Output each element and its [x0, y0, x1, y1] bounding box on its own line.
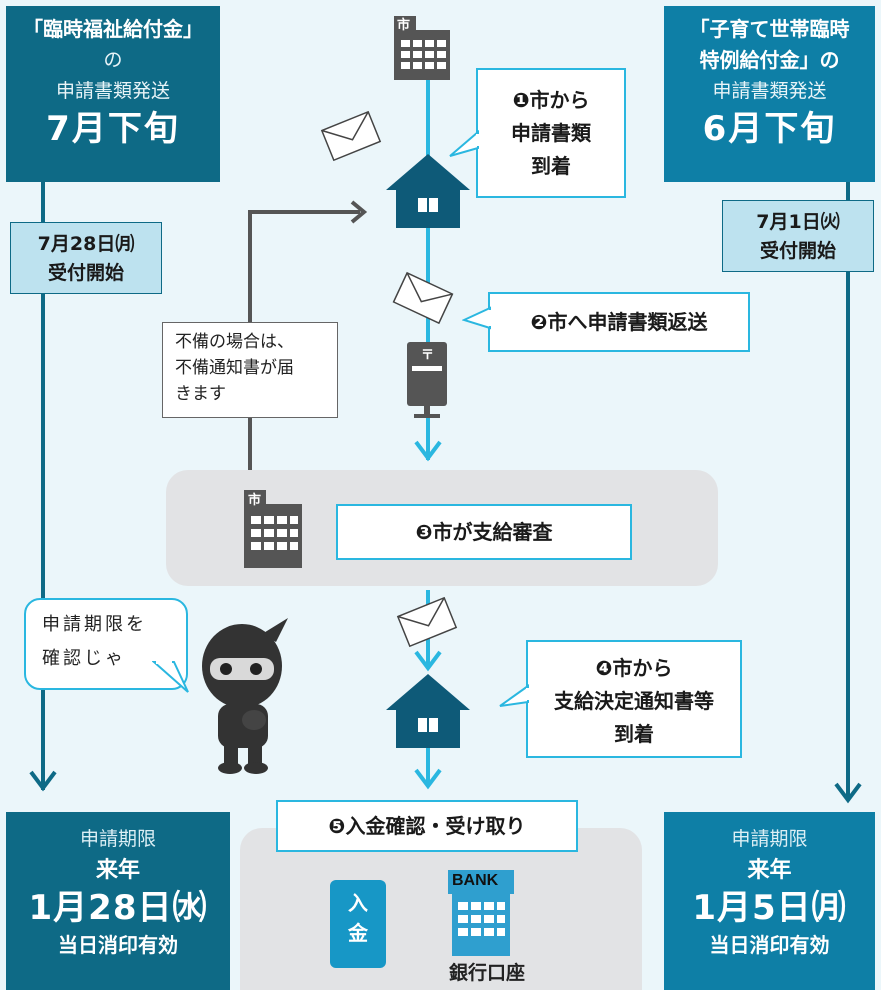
deposit-line1: 入 [348, 891, 368, 915]
step4-line2: 支給決定通知書等 [554, 689, 714, 713]
right-header-date: 6月下旬 [702, 109, 837, 149]
step5-text: ❺入金確認・受け取り [328, 814, 526, 838]
step1-callout-tail [449, 130, 480, 157]
ninja-mascot-icon [196, 608, 296, 778]
right-header-title-2: 特例給付金」の [699, 48, 840, 72]
left-reception-date: 7月28日㈪ [37, 233, 135, 255]
right-header-title-1: 「子育て世帯臨時 [689, 17, 850, 41]
left-deadline-label: 申請期限 [79, 828, 156, 850]
deposit-line2: 金 [348, 921, 368, 945]
step2-callout: ❷市へ申請書類返送 [488, 292, 750, 352]
step1-line2: 申請書類 [511, 121, 591, 145]
left-header-subtitle: 申請書類発送 [55, 80, 170, 102]
right-reception-label: 受付開始 [759, 240, 836, 262]
house-icon [384, 152, 472, 230]
postbox-label: 〒 [421, 348, 435, 363]
postbox-icon: 〒 [402, 340, 452, 420]
left-deadline-year: 来年 [95, 858, 140, 883]
step4-callout-tail [499, 684, 530, 707]
left-reception-box: 7月28日㈪ 受付開始 [10, 222, 162, 294]
left-header-particle: の [103, 49, 123, 71]
step4-line1: ❹市から [595, 656, 673, 680]
right-deadline-box: 申請期限 来年 1月5日㈪ 当日消印有効 [664, 812, 875, 990]
notice-line3: きます [175, 384, 226, 404]
notice-box: 不備の場合は、 不備通知書が届 きます [162, 322, 338, 418]
right-header-box: 「子育て世帯臨時 特例給付金」の 申請書類発送 6月下旬 [664, 6, 875, 182]
left-header-box: 「臨時福祉給付金」 の 申請書類発送 7月下旬 [6, 6, 220, 182]
house-icon [384, 672, 472, 750]
notice-line1: 不備の場合は、 [175, 332, 294, 352]
right-deadline-year: 来年 [747, 858, 792, 883]
notice-line2: 不備通知書が届 [175, 358, 294, 378]
step1-line1: ❶市から [512, 88, 590, 112]
step4-callout: ❹市から 支給決定通知書等 到着 [526, 640, 742, 758]
right-deadline-label: 申請期限 [731, 828, 808, 850]
step2-callout-tail [462, 306, 492, 330]
step3-box: ❸市が支給審査 [336, 504, 632, 560]
bubble-line1: 申請期限を [42, 614, 147, 635]
ninja-speech-bubble: 申請期限を 確認じゃ [24, 598, 188, 690]
left-deadline-note: 当日消印有効 [58, 933, 178, 957]
step1-line3: 到着 [531, 154, 571, 178]
bank-sign: BANK [452, 872, 499, 889]
left-header-title: 「臨時福祉給付金」 [23, 17, 203, 41]
envelope-icon [392, 594, 462, 650]
payment-panel [240, 828, 642, 990]
bank-account-label: 銀行口座 [448, 962, 525, 984]
step4-line3: 到着 [614, 722, 654, 746]
bubble-tail [152, 660, 189, 693]
left-header-date: 7月下旬 [46, 109, 180, 149]
left-reception-label: 受付開始 [47, 262, 124, 284]
bank-icon: BANK [448, 870, 514, 960]
right-reception-box: 7月1日㈫ 受付開始 [722, 200, 874, 272]
step3-text: ❸市が支給審査 [415, 520, 553, 544]
city-hall-label: 市 [397, 18, 411, 33]
right-header-subtitle: 申請書類発送 [712, 80, 827, 102]
step5-box: ❺入金確認・受け取り [276, 800, 578, 852]
envelope-icon [318, 108, 384, 164]
right-deadline-date: 1月5日㈪ [692, 888, 847, 928]
deposit-badge: 入 金 [330, 880, 386, 968]
left-deadline-box: 申請期限 来年 1月28日㈬ 当日消印有効 [6, 812, 230, 990]
city-hall-label: 市 [248, 493, 262, 508]
city-hall-icon: 市 [388, 12, 456, 82]
envelope-icon [388, 270, 458, 326]
left-deadline-date: 1月28日㈬ [28, 888, 208, 928]
right-reception-date: 7月1日㈫ [756, 211, 840, 233]
step1-callout: ❶市から 申請書類 到着 [476, 68, 626, 198]
city-hall-icon: 市 [240, 488, 306, 570]
bubble-line2: 確認じゃ [42, 648, 126, 669]
right-deadline-note: 当日消印有効 [709, 933, 830, 957]
step2-text: ❷市へ申請書類返送 [530, 310, 708, 334]
